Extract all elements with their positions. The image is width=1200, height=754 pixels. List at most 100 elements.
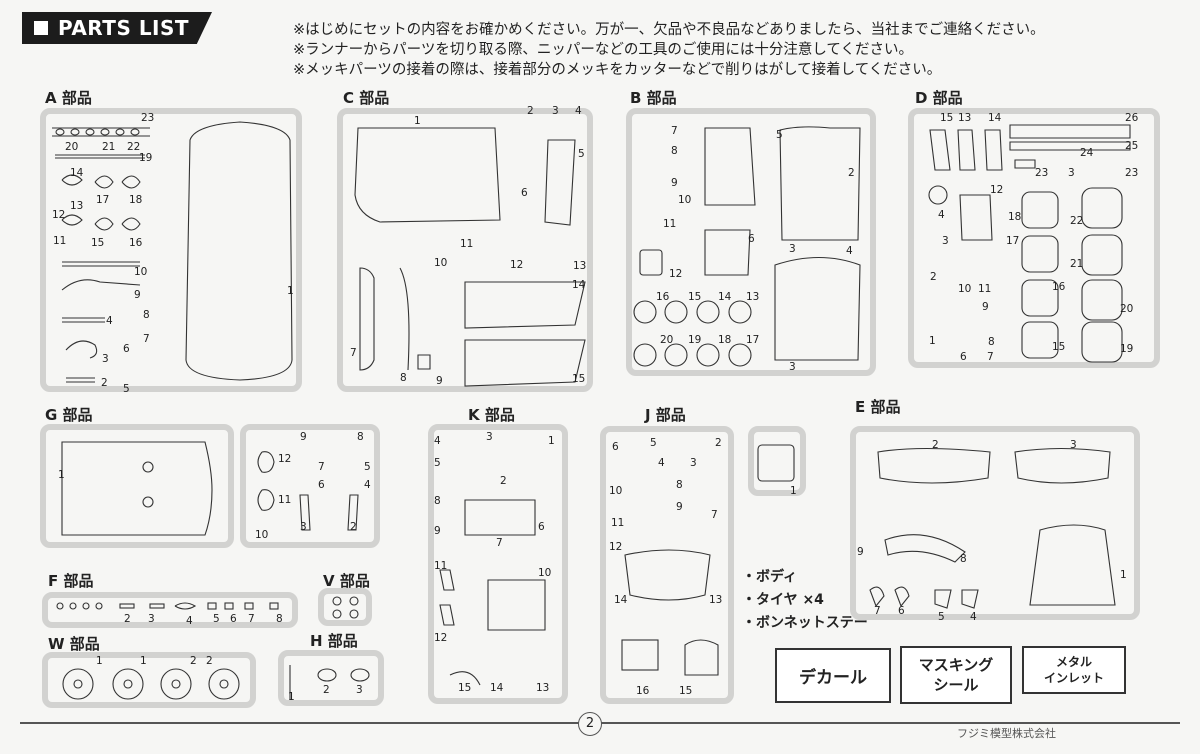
svg-text:11: 11 <box>611 517 624 529</box>
svg-text:10: 10 <box>958 283 971 295</box>
svg-text:13: 13 <box>70 200 83 212</box>
svg-text:7: 7 <box>248 613 255 625</box>
svg-text:10: 10 <box>609 485 622 497</box>
svg-text:22: 22 <box>1070 215 1083 227</box>
svg-text:4: 4 <box>106 315 113 327</box>
masking-label: マスキング <box>918 656 994 674</box>
svg-text:12: 12 <box>52 209 65 221</box>
svg-text:5: 5 <box>213 613 220 625</box>
svg-text:5: 5 <box>578 148 585 160</box>
svg-text:16: 16 <box>636 685 650 697</box>
svg-text:4: 4 <box>434 435 441 447</box>
svg-text:4: 4 <box>575 105 582 117</box>
section-label-h: H 部品 <box>310 632 358 650</box>
svg-text:5: 5 <box>776 129 783 141</box>
svg-text:15: 15 <box>679 685 692 697</box>
svg-text:11: 11 <box>663 218 676 230</box>
svg-text:7: 7 <box>318 461 325 473</box>
section-label-c: C 部品 <box>343 89 390 107</box>
svg-text:4: 4 <box>658 457 665 469</box>
metal-inlet-box: メタル インレット <box>1022 646 1126 694</box>
section-label-v: V 部品 <box>323 572 370 590</box>
svg-text:6: 6 <box>612 441 619 453</box>
section-label-a: A 部品 <box>45 89 92 107</box>
svg-text:9: 9 <box>300 431 307 443</box>
metal-label: メタル <box>1055 655 1092 669</box>
svg-text:16: 16 <box>656 291 670 303</box>
runner-v <box>318 588 372 626</box>
svg-text:4: 4 <box>970 611 977 623</box>
runner-k <box>428 424 568 704</box>
svg-text:8: 8 <box>960 553 967 565</box>
seal-label: シール <box>933 676 979 694</box>
svg-text:23: 23 <box>1035 167 1048 179</box>
svg-text:6: 6 <box>230 613 237 625</box>
runner-b <box>626 108 876 376</box>
footer-company: フジミ模型株式会社 <box>957 727 1056 740</box>
svg-text:15: 15 <box>91 237 104 249</box>
svg-text:20: 20 <box>1120 303 1133 315</box>
svg-text:2: 2 <box>932 439 939 451</box>
runner-a <box>40 108 302 392</box>
svg-text:17: 17 <box>96 194 109 206</box>
svg-text:21: 21 <box>102 141 115 153</box>
section-label-w: W 部品 <box>48 635 100 653</box>
svg-text:14: 14 <box>70 167 84 179</box>
svg-text:19: 19 <box>688 334 701 346</box>
svg-text:14: 14 <box>614 594 628 606</box>
svg-text:8: 8 <box>357 431 364 443</box>
svg-text:6: 6 <box>318 479 325 491</box>
section-label-j: J 部品 <box>645 406 686 424</box>
svg-text:2: 2 <box>930 271 937 283</box>
svg-text:22: 22 <box>127 141 140 153</box>
svg-text:8: 8 <box>276 613 283 625</box>
decal-box: デカール <box>775 648 891 703</box>
svg-text:14: 14 <box>572 279 586 291</box>
svg-text:8: 8 <box>676 479 683 491</box>
svg-text:20: 20 <box>65 141 78 153</box>
extras-list: ・ボディ ・タイヤ ×4 ・ボンネットステー <box>742 566 868 635</box>
svg-text:10: 10 <box>678 194 691 206</box>
svg-text:15: 15 <box>1052 341 1065 353</box>
svg-text:9: 9 <box>436 375 443 387</box>
section-label-d: D 部品 <box>915 89 963 107</box>
svg-text:5: 5 <box>650 437 657 449</box>
svg-text:16: 16 <box>129 237 143 249</box>
svg-text:18: 18 <box>129 194 142 206</box>
svg-text:7: 7 <box>874 605 881 617</box>
svg-text:16: 16 <box>1052 281 1066 293</box>
note-3: ※メッキパーツの接着の際は、接着部分のメッキをカッターなどで削りはがして接着して… <box>293 62 942 78</box>
svg-text:3: 3 <box>486 431 493 443</box>
svg-text:1: 1 <box>1120 569 1127 581</box>
svg-text:3: 3 <box>102 353 109 365</box>
svg-text:4: 4 <box>938 209 945 221</box>
svg-text:7: 7 <box>350 347 357 359</box>
svg-text:1: 1 <box>140 655 147 667</box>
svg-text:3: 3 <box>942 235 949 247</box>
svg-text:6: 6 <box>538 521 545 533</box>
svg-text:2: 2 <box>206 655 213 667</box>
svg-text:7: 7 <box>987 351 994 363</box>
svg-text:15: 15 <box>458 682 471 694</box>
svg-text:12: 12 <box>434 632 447 644</box>
svg-text:12: 12 <box>609 541 622 553</box>
svg-text:21: 21 <box>1070 258 1083 270</box>
svg-text:1: 1 <box>414 115 421 127</box>
svg-text:9: 9 <box>982 301 989 313</box>
svg-text:13: 13 <box>746 291 759 303</box>
svg-text:17: 17 <box>746 334 759 346</box>
svg-text:6: 6 <box>521 187 528 199</box>
svg-text:1: 1 <box>96 655 103 667</box>
notes: ※はじめにセットの内容をお確かめください。万が一、欠品や不良品などありましたら、… <box>293 20 1045 80</box>
svg-text:15: 15 <box>688 291 701 303</box>
banner-square-icon <box>34 21 48 35</box>
extra-bonnet-stay: ・ボンネットステー <box>742 615 868 631</box>
svg-text:3: 3 <box>552 105 559 117</box>
svg-text:19: 19 <box>139 152 152 164</box>
svg-text:3: 3 <box>1070 439 1077 451</box>
svg-text:23: 23 <box>141 112 154 124</box>
svg-text:6: 6 <box>898 605 905 617</box>
svg-text:10: 10 <box>434 257 447 269</box>
svg-text:3: 3 <box>1068 167 1075 179</box>
